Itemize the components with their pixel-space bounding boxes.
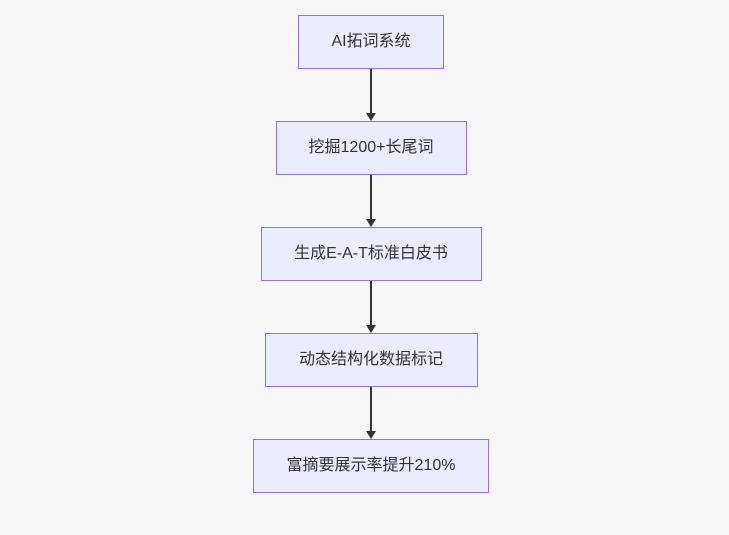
flow-node-eat-standard-whitepaper: 生成E-A-T标准白皮书 xyxy=(260,227,482,281)
arrow-down-icon xyxy=(366,219,376,227)
arrow-line xyxy=(370,281,372,325)
arrow-down-icon xyxy=(366,113,376,121)
flow-node-longtail-keyword-mining: 挖掘1200+长尾词 xyxy=(275,121,467,175)
arrow-line xyxy=(370,69,372,113)
flow-edge-4 xyxy=(366,387,376,439)
flow-node-rich-snippet-rate-result: 富摘要展示率提升210% xyxy=(253,439,489,493)
flow-node-label: AI拓词系统 xyxy=(331,33,411,50)
arrow-down-icon xyxy=(366,325,376,333)
flowchart-column: AI拓词系统 挖掘1200+长尾词 生成E-A-T标准白皮书 动态结构化数据标记 xyxy=(253,15,489,493)
arrow-line xyxy=(370,175,372,219)
flow-node-ai-word-expansion-system: AI拓词系统 xyxy=(298,15,444,69)
flow-node-label: 富摘要展示率提升210% xyxy=(286,457,456,474)
flow-edge-3 xyxy=(366,281,376,333)
flow-node-label: 挖掘1200+长尾词 xyxy=(308,139,434,156)
flow-edge-2 xyxy=(366,175,376,227)
flow-edge-1 xyxy=(366,69,376,121)
flow-node-dynamic-structured-data-markup: 动态结构化数据标记 xyxy=(264,333,478,387)
arrow-down-icon xyxy=(366,431,376,439)
flow-node-label: 生成E-A-T标准白皮书 xyxy=(294,245,448,262)
flow-node-label: 动态结构化数据标记 xyxy=(298,351,443,368)
arrow-line xyxy=(370,387,372,431)
